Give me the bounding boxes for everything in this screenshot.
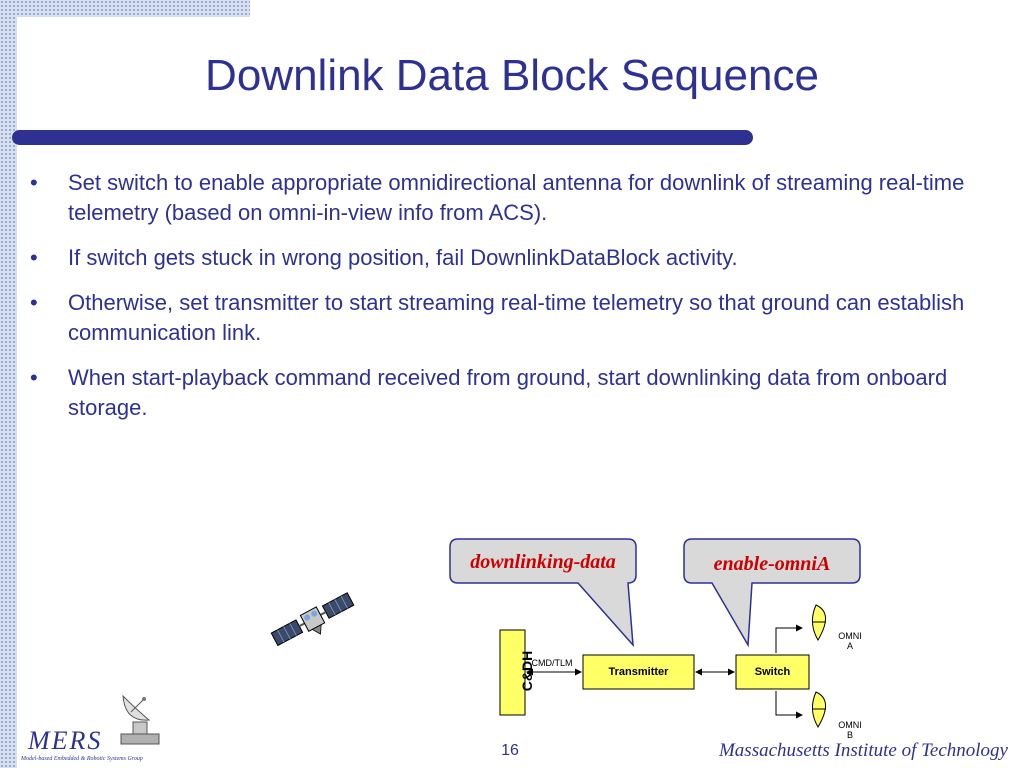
bullet-item: If switch gets stuck in wrong position, … <box>30 243 1015 273</box>
switch-label: Switch <box>754 666 791 678</box>
omni-a-label: OMNI A <box>838 631 862 651</box>
cdh-label: C&DH <box>519 650 535 692</box>
institution-name: Massachusetts Institute of Technology <box>718 740 1008 761</box>
mers-logo: MERS <box>28 726 103 755</box>
callout-label-enable-omnia: enable-omniA <box>713 553 831 575</box>
omni-b-antenna-icon <box>812 691 826 728</box>
title-underline-bar <box>12 130 753 145</box>
callout-label-downlinking-data: downlinking-data <box>470 551 616 573</box>
satellite-icon <box>270 592 355 647</box>
page-title: Downlink Data Block Sequence <box>205 51 819 100</box>
background-pattern-left <box>0 0 17 768</box>
bullet-item: Set switch to enable appropriate omnidir… <box>30 168 1015 228</box>
mers-logo-subtitle: Model-based Embedded & Robotic Systems G… <box>21 756 143 762</box>
switch-omni-b-arrow <box>775 691 803 719</box>
page-number: 16 <box>501 742 519 759</box>
cmd-tlm-label: CMD/TLM <box>531 658 573 668</box>
switch-omni-a-arrow <box>775 624 803 653</box>
cdh-box <box>499 629 526 716</box>
bullet-item: Otherwise, set transmitter to start stre… <box>30 288 1015 348</box>
callout-downlinking-data <box>449 538 637 648</box>
bullet-item: When start-playback command received fro… <box>30 363 1015 423</box>
background-pattern-top <box>0 0 250 17</box>
transmitter-box <box>582 654 695 690</box>
block-diagram <box>449 538 861 728</box>
switch-box <box>735 654 810 690</box>
bullet-list: Set switch to enable appropriate omnidir… <box>30 168 1015 438</box>
omni-a-antenna-icon <box>812 604 826 641</box>
ground-dish-icon <box>120 694 160 745</box>
omni-b-label: OMNI B <box>838 720 862 740</box>
transmitter-label: Transmitter <box>608 666 669 678</box>
callout-enable-omnia <box>683 538 861 648</box>
